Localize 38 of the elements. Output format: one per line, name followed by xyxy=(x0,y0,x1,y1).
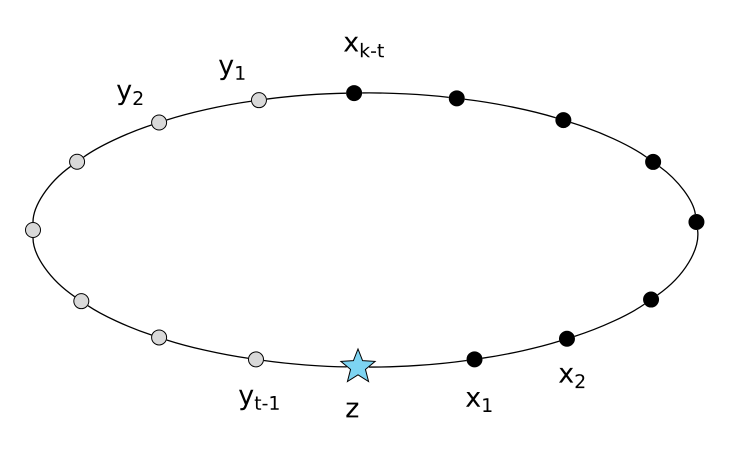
vertex-dot xyxy=(25,222,41,238)
vertex-label: x$_{2}$ xyxy=(559,368,584,388)
vertex-dot xyxy=(73,293,90,310)
vertex-dot xyxy=(688,214,704,230)
vertex-dot xyxy=(346,85,362,102)
vertex-label: x$_{1}$ xyxy=(466,392,492,412)
vertex-dot xyxy=(250,92,267,108)
curve-segment xyxy=(464,98,556,118)
curve-segment xyxy=(264,360,347,368)
vertex-dot xyxy=(151,114,168,131)
vertex-dot xyxy=(558,330,575,347)
vertex-dot xyxy=(466,351,483,368)
curve-segment xyxy=(482,340,560,359)
vertex-label: z xyxy=(346,402,358,418)
vertex-dot xyxy=(555,112,572,128)
curve-segment xyxy=(32,238,76,298)
curve-segment xyxy=(266,92,346,100)
curve-segment xyxy=(369,360,467,368)
vertex-dot xyxy=(643,292,660,308)
curve-segment xyxy=(83,124,152,158)
curve-segment xyxy=(570,122,647,158)
curve-segment xyxy=(32,166,71,222)
vertex-label: x$_{k-t}$ xyxy=(344,36,384,58)
vertex-dot xyxy=(151,329,168,346)
vertex-dot xyxy=(645,154,662,170)
curve-segment xyxy=(657,230,698,296)
vertex-label: y$_{t-1}$ xyxy=(239,390,279,410)
curve-segment xyxy=(574,304,645,337)
vertex-label: y$_{2}$ xyxy=(117,84,142,106)
curve-segment xyxy=(362,92,449,98)
vertex-dot xyxy=(448,90,465,106)
curve-segment xyxy=(659,166,696,214)
curve-segment xyxy=(88,305,152,336)
curve-segment xyxy=(166,100,252,121)
vertex-label: y$_{1}$ xyxy=(219,60,244,80)
vertex-dot xyxy=(69,154,86,170)
vertex-dot xyxy=(248,351,264,368)
curve-segment xyxy=(166,339,248,359)
